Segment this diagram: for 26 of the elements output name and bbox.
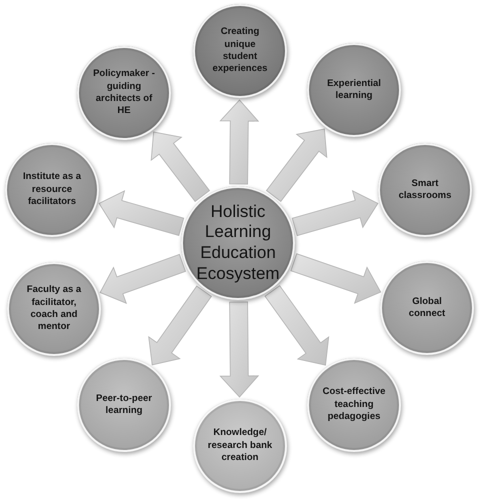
circle-node [307,43,401,137]
circle-node [380,261,474,355]
node-label: Institute as a resource facilitators [22,171,82,209]
circle-node [77,358,171,452]
node-label: Peer-to-peer learning [95,392,153,418]
node-label: Smart classrooms [398,178,452,202]
block-arrow [219,99,260,184]
circle-node [307,358,401,452]
block-arrow [100,254,186,304]
node-label: Global connect [408,296,446,320]
node-label: Knowledge/ research bank creation [206,427,274,465]
block-arrow [292,190,378,236]
node-label: Creating unique student experiences [212,26,268,76]
node-label: Cost-effective teaching pedagogies [322,386,386,424]
node-label: Experiential learning [326,78,382,102]
block-arrow [290,253,382,304]
node-label: Holistic Learning Education Ecosystem [195,202,281,284]
block-arrow [150,132,210,202]
node-label: Faculty as a facilitator, coach and mentor [26,284,82,334]
block-arrow [98,190,184,236]
block-arrow [148,286,212,366]
block-arrow [264,285,330,366]
circle-node [181,186,295,300]
block-arrow [266,128,328,202]
node-label: Policymaker - guiding architects of HE [92,68,156,118]
block-arrow [219,302,260,398]
